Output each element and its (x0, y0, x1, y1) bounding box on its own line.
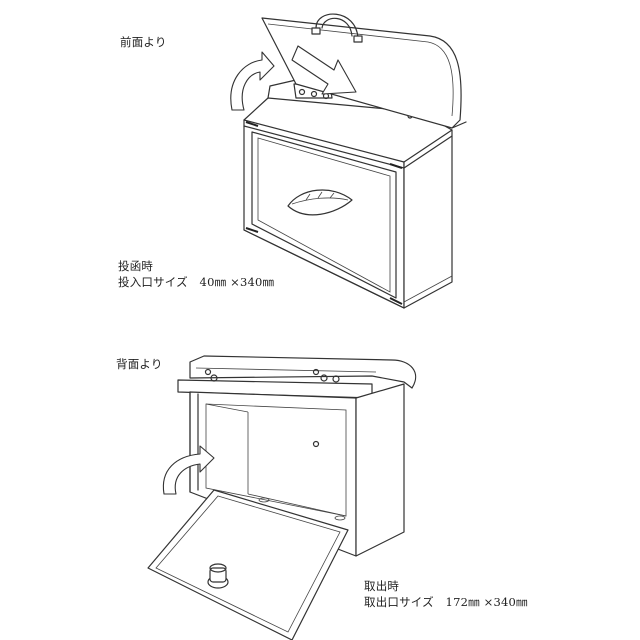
top-caption-title: 投函時 (118, 259, 154, 273)
bottom-view-label: 背面より (116, 357, 163, 371)
top-view-label: 前面より (120, 35, 167, 49)
bottom-caption-title: 取出時 (364, 579, 400, 593)
back-box-body (189, 383, 405, 557)
top-caption-detail: 投入口サイズ 40㎜ ×340㎜ (118, 275, 275, 289)
insert-arrow (291, 45, 357, 95)
door-open-curved-arrow (162, 445, 215, 495)
front-box-body (243, 97, 453, 309)
bottom-caption-detail: 取出口サイズ 172㎜ ×340㎜ (364, 595, 528, 609)
back-open-door (147, 489, 349, 640)
lid-open-curved-arrow (230, 51, 275, 111)
front-open-lid (261, 13, 467, 129)
